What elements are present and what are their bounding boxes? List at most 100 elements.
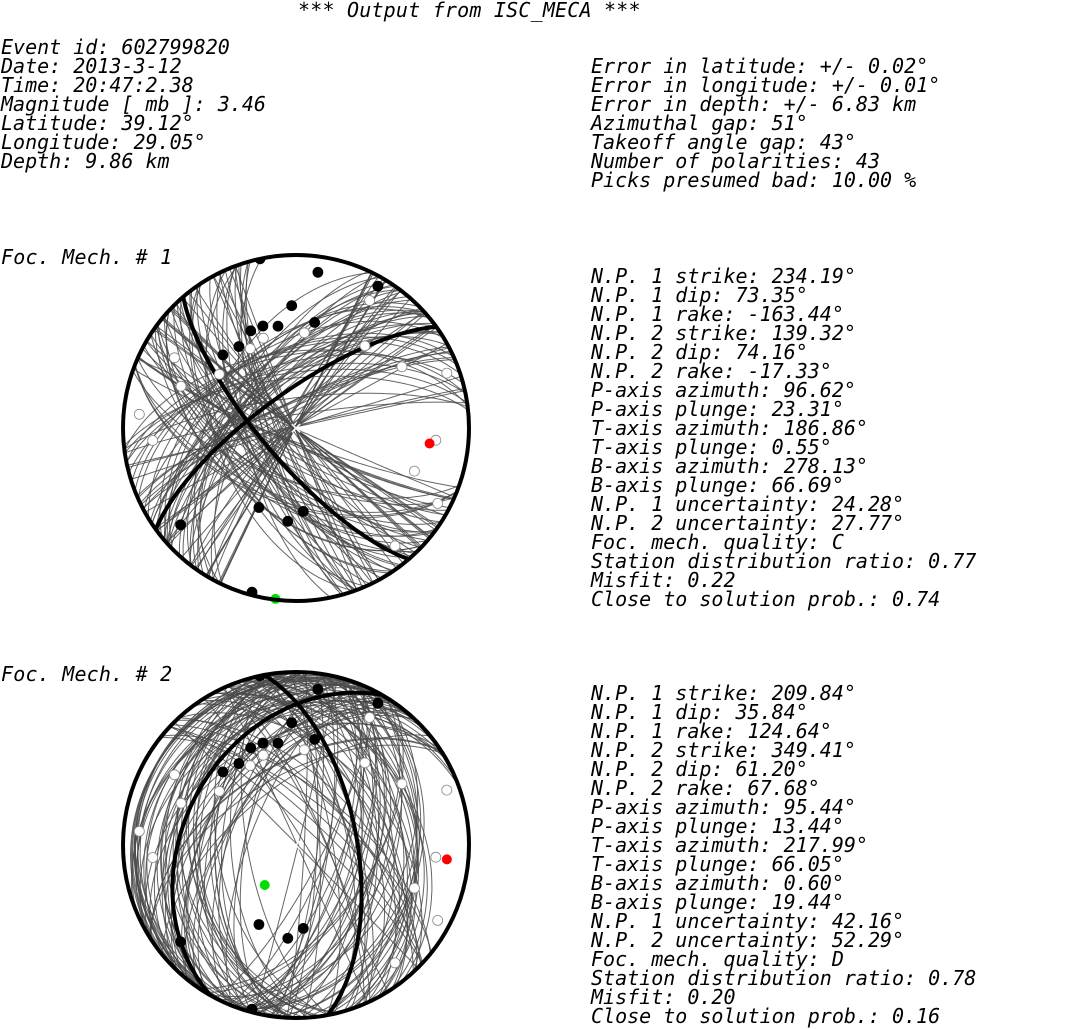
dilatation-station: [244, 343, 256, 354]
event-info-block: Event id: 602799820 Date: 2013-3-12 Time…: [1, 37, 266, 173]
p-axis-marker: [424, 438, 435, 449]
uncertainty-plane-line: [213, 270, 370, 585]
dilatation-station: [408, 465, 420, 477]
uncertainty-plane-line: [124, 401, 468, 454]
mech1-line: B-axis azimuth: 278.13°: [591, 454, 868, 478]
uncertainty-plane-line: [256, 676, 381, 1014]
takeoff-angle-gap: Takeoff angle gap: 43°: [591, 130, 856, 154]
mech2-line: B-axis azimuth: 0.60°: [591, 871, 844, 895]
mech2-line: T-axis plunge: 66.05°: [591, 852, 844, 876]
mech1-line: N.P. 1 uncertainty: 24.28°: [591, 492, 905, 516]
compression-station: [272, 320, 284, 332]
dilatation-station: [133, 408, 145, 420]
mechanism-2-beachball: ✕: [121, 670, 471, 1020]
dilatation-station: [364, 712, 376, 723]
nodal-plane-1: [153, 324, 437, 531]
mech2-line: N.P. 2 uncertainty: 52.29°: [591, 928, 905, 952]
dilatation-station: [175, 380, 187, 392]
uncertainty-plane-line: [197, 281, 389, 575]
uncertainty-plane-line: [275, 673, 325, 1018]
mechanism-1-label: Foc. Mech. # 1: [1, 245, 173, 269]
mechanism-1-beachball: ✕: [121, 253, 471, 604]
centre-mark: ✕: [289, 419, 302, 438]
mech2-line: Misfit: 0.20: [591, 985, 736, 1009]
compression-station: [297, 922, 309, 934]
mech1-line: T-axis plunge: 0.55°: [591, 435, 832, 459]
uncertainty-plane-line: [277, 672, 420, 1018]
mech1-line: N.P. 2 dip: 74.16°: [591, 340, 808, 364]
mech1-line: N.P. 1 rake: -163.44°: [591, 302, 844, 326]
uncertainty-plane-line: [227, 685, 365, 1005]
uncertainty-plane-line: [165, 310, 424, 552]
mech2-line: B-axis plunge: 19.44°: [591, 890, 844, 914]
uncertainty-plane-line: [232, 683, 376, 1007]
uncertainty-plane-line: [249, 677, 357, 1013]
uncertainty-plane-line: [224, 269, 368, 587]
mech2-line: Foc. mech. quality: D: [591, 947, 844, 971]
compression-station: [245, 325, 257, 337]
uncertainty-plane-line: [181, 676, 338, 1014]
dilatation-station: [408, 882, 420, 894]
uncertainty-plane-line: [157, 322, 434, 533]
uncertainty-plane-line: [288, 672, 321, 1018]
dilatation-station: [257, 332, 269, 344]
uncertainty-plane-line: [253, 676, 392, 1014]
uncertainty-plane-line: [137, 682, 404, 981]
dilatation-station: [133, 825, 145, 837]
mech2-line: N.P. 2 rake: 67.68°: [591, 776, 820, 800]
mech1-line: B-axis plunge: 66.69°: [591, 473, 844, 497]
uncertainty-plane-line: [245, 261, 344, 595]
uncertainty-plane-line: [163, 315, 428, 541]
uncertainty-plane-line: [145, 697, 425, 962]
uncertainty-plane-line: [189, 284, 394, 572]
error-info-block: Error in latitude: +/- 0.02° Error in lo…: [591, 54, 941, 192]
uncertainty-plane-line: [205, 269, 367, 587]
nodal-plane-2: [181, 296, 410, 562]
error-latitude: Error in latitude: +/- 0.02°: [591, 54, 929, 78]
uncertainty-plane-line: [245, 679, 362, 1011]
mech1-line: N.P. 2 strike: 139.32°: [591, 321, 856, 345]
error-longitude: Error in longitude: +/- 0.01°: [591, 73, 941, 97]
compression-station: [257, 737, 269, 749]
uncertainty-plane-line: [222, 265, 357, 591]
dilatation-station: [389, 957, 401, 969]
uncertainty-plane-line: [244, 260, 343, 596]
uncertainty-plane-line: [187, 693, 380, 997]
event-magnitude: Magnitude [ mb ]: 3.46: [1, 92, 266, 116]
uncertainty-plane-line: [213, 674, 329, 1016]
dilatation-station: [441, 367, 453, 379]
compression-station: [245, 742, 257, 754]
uncertainty-plane-line: [240, 680, 418, 1010]
dilatation-station: [441, 784, 453, 796]
mech2-line: N.P. 1 uncertainty: 42.16°: [591, 909, 905, 933]
compression-station: [272, 737, 284, 749]
azimuthal-gap: Azimuthal gap: 51°: [591, 111, 808, 135]
dilatation-station: [169, 769, 180, 781]
mech1-line: Station distribution ratio: 0.77: [591, 549, 977, 573]
dilatation-station: [175, 797, 187, 809]
mech1-line: N.P. 1 dip: 73.35°: [591, 283, 808, 307]
t-axis-marker: [259, 880, 270, 891]
uncertainty-plane-line: [190, 289, 401, 567]
compression-station: [233, 341, 245, 352]
uncertainty-plane-line: [234, 266, 358, 591]
nodal-plane-1: [170, 690, 383, 997]
compression-station: [175, 936, 186, 948]
uncertainty-plane-line: [180, 672, 307, 1018]
mech1-line: P-axis azimuth: 96.62°: [591, 378, 856, 402]
event-depth: Depth: 9.86 km: [1, 149, 170, 173]
uncertainty-plane-line: [154, 327, 437, 537]
compression-station: [257, 320, 269, 332]
mech2-line: N.P. 2 strike: 349.41°: [591, 738, 856, 762]
picks-presumed-bad: Picks presumed bad: 10.00 %: [591, 168, 917, 192]
dilatation-station: [213, 785, 225, 797]
dilatation-station: [169, 352, 180, 364]
uncertainty-plane-line: [239, 674, 327, 1016]
dilatation-station: [359, 757, 371, 769]
uncertainty-plane-line: [268, 673, 395, 1017]
mech2-line: N.P. 1 rake: 124.64°: [591, 719, 832, 743]
event-date: Date: 2013-3-12: [1, 54, 182, 78]
uncertainty-plane-line: [157, 323, 435, 533]
mech1-line: N.P. 2 uncertainty: 27.77°: [591, 511, 905, 535]
uncertainty-plane-line: [211, 692, 417, 997]
